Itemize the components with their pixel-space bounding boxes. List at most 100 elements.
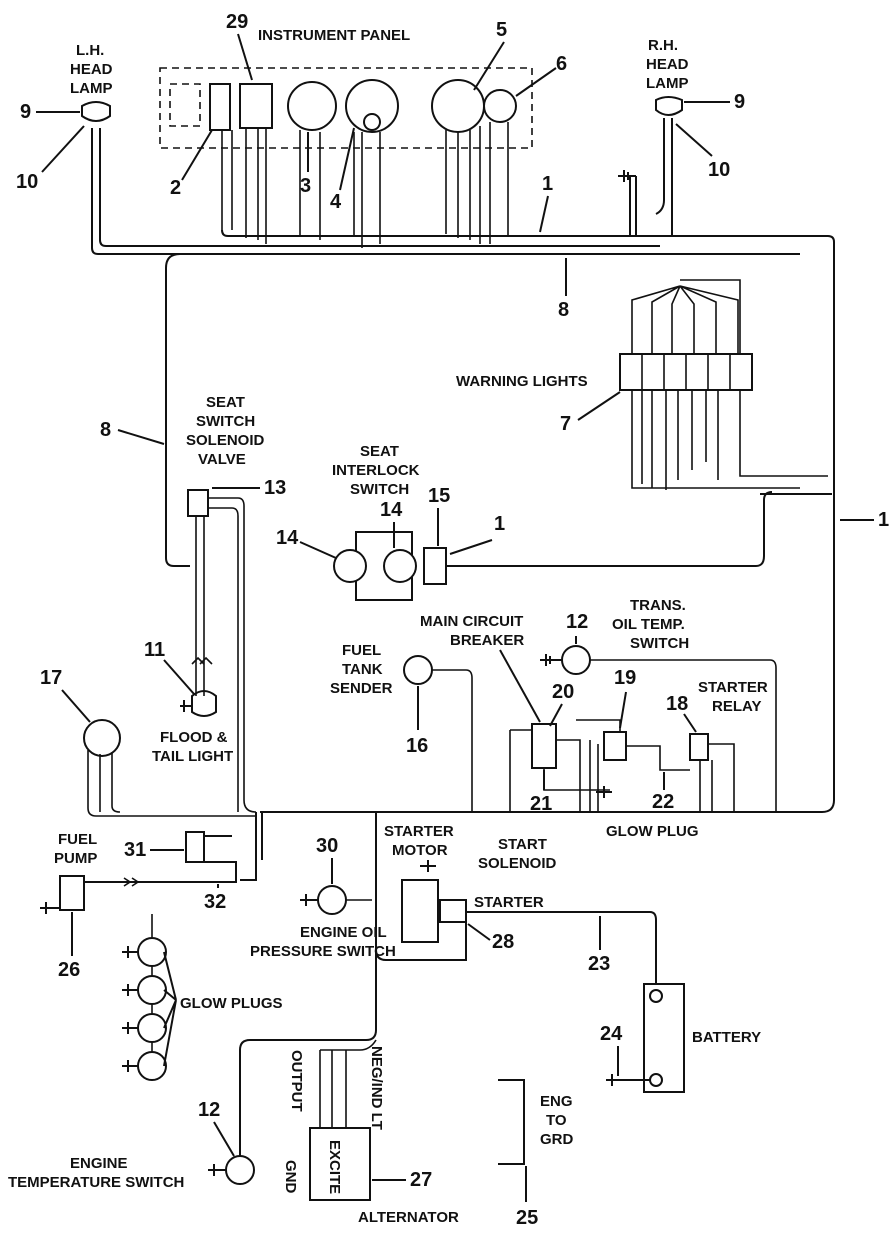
mcb-line-2: BREAKER	[450, 632, 524, 649]
callout-17-text: 17	[40, 667, 62, 689]
callout-7: 7	[560, 391, 621, 435]
callout-25: 25	[516, 1166, 538, 1229]
engine-temp-wire	[239, 940, 377, 1160]
callout-30: 30	[316, 835, 338, 884]
callout-27-text: 27	[410, 1169, 432, 1191]
callout-1b-text: 1	[878, 509, 889, 531]
lh-head-lamp-icon	[81, 101, 111, 122]
etg-line-1: ENG	[540, 1093, 573, 1110]
callout-31: 31	[124, 839, 184, 861]
callout-21-text: 21	[530, 793, 552, 815]
label-starter-relay: STARTER RELAY	[698, 679, 768, 715]
callout-15-text: 15	[428, 485, 450, 507]
callout-10a-text: 10	[16, 171, 38, 193]
callout-24-text: 24	[600, 1023, 623, 1045]
sm-line-1: STARTER	[384, 823, 454, 840]
callout-9a-text: 9	[20, 101, 31, 123]
gauge-3	[287, 81, 337, 131]
callout-19: 19	[614, 667, 636, 729]
callout-12-engine: 12	[198, 1099, 235, 1157]
leader-10a	[41, 125, 85, 173]
callout-1-mid: 1	[449, 513, 505, 555]
callout-20: 20	[549, 681, 574, 727]
label-neg-ind-lt: NEG/IND LT	[368, 1046, 385, 1130]
callout-1-right: 1	[840, 509, 889, 531]
callout-27: 27	[372, 1169, 432, 1191]
battery-negative	[649, 1073, 663, 1087]
leader-1a	[539, 195, 549, 233]
leader-10b	[675, 123, 713, 157]
ftl-line-1: FLOOD &	[160, 729, 228, 746]
seat-connector-15	[423, 547, 447, 585]
flood-light-wires	[195, 650, 205, 696]
leader-17	[61, 689, 91, 723]
callout-23: 23	[588, 916, 610, 975]
engine-temperature-switch-icon	[225, 1155, 255, 1185]
alternator-block	[309, 1127, 371, 1201]
ssv-line-1: SEAT	[206, 394, 245, 411]
seat-solenoid-valve	[187, 489, 209, 517]
label-flood-tail-light: FLOOD & TAIL LIGHT	[152, 729, 233, 765]
sm-line-2: MOTOR	[392, 842, 448, 859]
callout-20-text: 20	[552, 681, 574, 703]
ground-icon	[40, 902, 60, 914]
callout-25-text: 25	[516, 1207, 538, 1229]
sis-line-1: SEAT	[360, 443, 399, 460]
callout-26: 26	[58, 912, 80, 981]
label-excite: EXCITE	[326, 1140, 343, 1194]
lh-line-1: L.H.	[76, 42, 104, 59]
callout-9-right: 9	[684, 91, 745, 113]
label-glow-plugs: GLOW PLUGS	[180, 995, 283, 1012]
callout-8a-text: 8	[558, 299, 569, 321]
callout-26-text: 26	[58, 959, 80, 981]
panel-fuse-box	[169, 83, 201, 127]
ground-icon	[300, 894, 318, 906]
ets-line-1: ENGINE	[70, 1155, 128, 1172]
label-eng-to-grd: ENG TO GRD	[540, 1093, 574, 1148]
callout-4-text: 4	[330, 191, 342, 213]
starter-motor	[401, 879, 439, 943]
lh-line-3: LAMP	[70, 80, 113, 97]
callout-12-trans: 12	[566, 611, 588, 644]
leader-4	[339, 127, 355, 191]
warning-lights-wires	[631, 390, 828, 490]
leader-28	[467, 923, 491, 941]
leader-11	[163, 659, 195, 695]
callout-22-text: 22	[652, 791, 674, 813]
label-instrument-panel: INSTRUMENT PANEL	[258, 27, 410, 44]
fuel-sender-wire	[432, 669, 473, 812]
instrument-panel-outline	[159, 67, 533, 149]
engine-oil-pressure-switch-icon	[317, 885, 347, 915]
ground-icon	[208, 1164, 226, 1176]
ftl-line-2: TAIL LIGHT	[152, 748, 233, 765]
label-lh-head-lamp: L.H. HEAD LAMP	[70, 42, 113, 97]
leader-20	[549, 703, 563, 727]
callout-9b-text: 9	[734, 91, 745, 113]
leader-5	[473, 41, 505, 91]
label-starter-motor: STARTER MOTOR	[384, 823, 454, 859]
solenoid-valve-wires	[208, 497, 257, 813]
glow-plug-1-icon	[137, 937, 167, 967]
gauge-6	[483, 89, 517, 123]
leader-8b	[117, 429, 165, 445]
callout-16-text: 16	[406, 735, 428, 757]
callout-10b-text: 10	[708, 159, 730, 181]
main-circuit-breaker	[531, 723, 557, 769]
callout-6-text: 6	[556, 53, 567, 75]
callout-22: 22	[652, 772, 674, 813]
callout-17: 17	[40, 667, 91, 723]
eng-to-grd-strap	[498, 1079, 525, 1165]
ground-icon	[618, 170, 636, 182]
callout-1-top: 1	[539, 173, 553, 233]
ssv-line-4: VALVE	[198, 451, 246, 468]
leader-1c	[449, 539, 493, 555]
callout-15: 15	[428, 485, 450, 546]
callout-29: 29	[226, 11, 253, 81]
sr-line-2: RELAY	[712, 698, 761, 715]
connector-17	[83, 719, 121, 757]
connector-17-wires	[87, 750, 256, 817]
lh-line-2: HEAD	[70, 61, 113, 78]
label-starter: STARTER	[474, 894, 544, 911]
leader-12b	[213, 1121, 235, 1157]
connector-chevron-icon	[191, 656, 213, 665]
